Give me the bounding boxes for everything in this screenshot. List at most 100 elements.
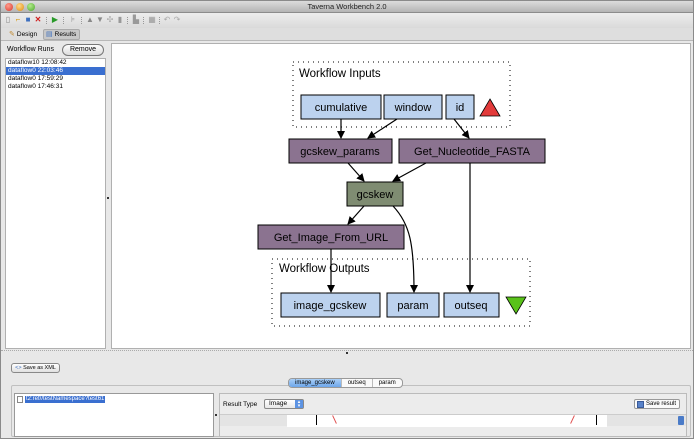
output-port-outseq[interactable] (443, 292, 500, 318)
input-label-cumulative: cumulative (315, 102, 368, 114)
inputs-triangle-icon[interactable] (479, 98, 501, 117)
results-icon: ▤ (46, 31, 53, 38)
redo-icon[interactable]: ↷ (173, 15, 181, 24)
save-as-xml-label: Save as XML (23, 365, 56, 371)
save-result-label: Save result (646, 401, 677, 407)
xml-icon: <> (15, 365, 22, 371)
split-grip (215, 414, 217, 416)
toolbar-separator (127, 17, 128, 24)
perspective-bar: ✎ Design ▤ Results (1, 28, 693, 41)
processor-get-nucleotide-fasta[interactable] (398, 138, 546, 164)
outputs-triangle-icon[interactable] (505, 296, 527, 315)
results-label: Results (54, 31, 77, 38)
processor-gcskew[interactable] (346, 181, 404, 207)
result-split-handle[interactable] (214, 393, 219, 437)
result-type-select[interactable]: Image ▴▾ (264, 399, 304, 409)
tab-image-gcskew[interactable]: image_gcskew (289, 379, 342, 387)
tab-param[interactable]: param (378, 380, 396, 386)
toolbar-separator (63, 17, 64, 24)
workflow-inputs-label: Workflow Inputs (299, 68, 381, 80)
edge-fasta-gcskew (392, 162, 427, 182)
workflow-explorer-icon[interactable]: ⊧ (70, 15, 76, 24)
edge-gcskew-params-gcskew (347, 162, 365, 182)
toolbar-separator (81, 17, 82, 24)
input-port-window[interactable] (383, 94, 443, 120)
save-as-xml-button[interactable]: <> Save as XML (11, 363, 60, 373)
toolbar-separator (46, 17, 47, 24)
floppy-icon (637, 400, 644, 408)
edge-window-gcskew-params (367, 118, 398, 139)
result-output-tabs: image_gcskew outseq param (288, 378, 403, 388)
output-label-param: param (397, 300, 428, 312)
close-workflow-icon[interactable]: ✕ (34, 15, 42, 24)
image-plot-line (570, 415, 575, 424)
processor-label-get-image-from-url: Get_Image_From_URL (274, 232, 388, 244)
close-window-button[interactable] (5, 3, 13, 11)
input-label-window: window (394, 102, 432, 114)
save-result-button[interactable]: Save result (634, 399, 680, 409)
result-type-label: Result Type (223, 401, 258, 408)
save-workflow-icon[interactable]: ■ (25, 15, 31, 24)
split-grip (346, 352, 348, 354)
move-up-icon[interactable]: ▲ (86, 15, 94, 24)
title-bar[interactable]: Taverna Workbench 2.0 (1, 1, 693, 13)
result-tree: t2:ref//testNamespace?test61 (14, 393, 214, 437)
tab-outseq[interactable]: outseq (342, 379, 373, 387)
document-icon[interactable]: ▮ (117, 15, 123, 24)
processor-label-gcskew: gcskew (357, 189, 394, 201)
workflow-inputs-group (292, 61, 511, 128)
edge-gcskew-get-image (347, 205, 365, 225)
move-down-icon[interactable]: ▼ (96, 15, 104, 24)
output-port-param[interactable] (386, 292, 440, 318)
input-port-id[interactable] (445, 94, 475, 120)
design-perspective-button[interactable]: ✎ Design (7, 29, 40, 40)
processor-gcskew-params[interactable] (288, 138, 393, 164)
output-port-image-gcskew[interactable] (280, 292, 381, 318)
workflow-diagram: Workflow Inputs cumulative window id gcs… (257, 61, 546, 327)
run-workflow-icon[interactable]: ▶ (51, 15, 59, 24)
horizontal-split-handle[interactable] (1, 350, 693, 354)
workflow-diagram-panel: Workflow Inputs cumulative window id gcs… (111, 43, 691, 349)
result-image (287, 415, 607, 427)
window-title: Taverna Workbench 2.0 (307, 2, 387, 11)
edge-id-get-nucleotide-fasta (453, 118, 470, 139)
workflow-runs-list: dataflow10 12:08:42 dataflow0 22:03:46 d… (5, 58, 106, 349)
split-grip (107, 197, 109, 199)
edge-gcskew-param (392, 205, 418, 293)
run-list-item[interactable]: dataflow0 22:03:46 (6, 67, 105, 75)
workflow-runs-panel: Workflow Runs Remove dataflow10 12:08:42… (5, 43, 106, 349)
remove-button[interactable]: Remove (62, 44, 104, 56)
insert-icon[interactable]: ✣ (106, 15, 114, 24)
new-workflow-icon[interactable]: ▯ (5, 15, 11, 24)
processor-get-image-from-url[interactable] (257, 224, 405, 250)
file-icon[interactable]: ▙ (132, 15, 140, 24)
output-label-image-gcskew: image_gcskew (294, 300, 367, 312)
vertical-split-handle[interactable] (106, 43, 111, 349)
document-icon (17, 396, 23, 403)
select-arrows-icon: ▴▾ (295, 400, 303, 409)
output-label-outseq: outseq (454, 300, 487, 312)
maximize-window-button[interactable] (27, 3, 35, 11)
run-list-item[interactable]: dataflow10 12:08:42 (8, 59, 67, 66)
processor-label-gcskew-params: gcskew_params (300, 146, 380, 158)
results-perspective-button[interactable]: ▤ Results (43, 29, 81, 40)
result-tree-item[interactable]: t2:ref//testNamespace?test61 (17, 396, 106, 403)
minimize-window-button[interactable] (16, 3, 24, 11)
workflow-runs-header: Workflow Runs (7, 46, 54, 53)
open-workflow-icon[interactable]: ⌐ (15, 15, 21, 24)
image-axis-line (316, 415, 317, 425)
result-image-strip (220, 414, 686, 427)
input-port-cumulative[interactable] (300, 94, 382, 120)
run-list-item[interactable]: dataflow0 17:46:31 (8, 83, 63, 90)
image-axis-line (596, 415, 597, 425)
result-type-value: Image (269, 400, 288, 407)
scrollbar-thumb[interactable] (678, 416, 684, 425)
grid-icon[interactable]: ▦ (148, 15, 156, 24)
image-plot-line (332, 415, 337, 424)
input-label-id: id (456, 102, 465, 114)
run-list-item[interactable]: dataflow0 17:59:29 (8, 75, 63, 82)
toolbar-separator (143, 17, 144, 24)
undo-icon[interactable]: ↶ (163, 15, 171, 24)
workflow-outputs-label: Workflow Outputs (279, 263, 370, 275)
result-viewer: Result Type Image ▴▾ Save result (219, 393, 687, 437)
